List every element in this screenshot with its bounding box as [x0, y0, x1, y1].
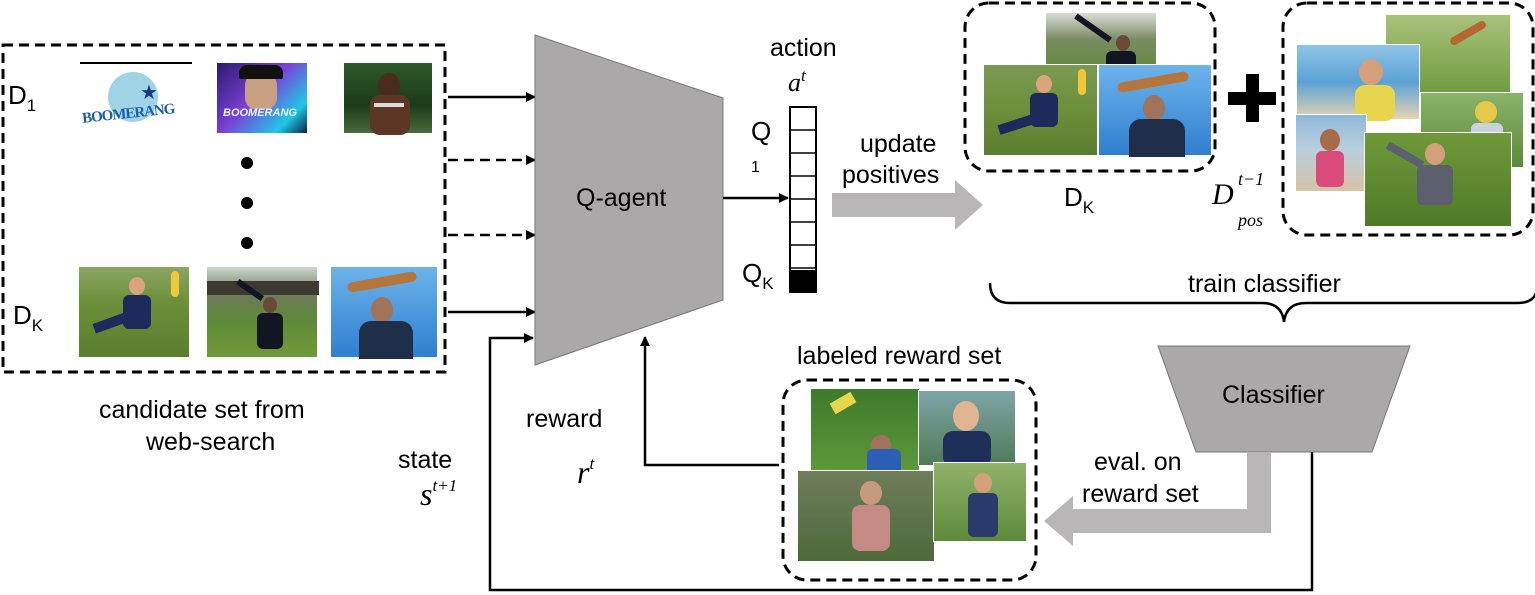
d1-label-main: D [8, 80, 27, 110]
d1-label: D1 [8, 80, 36, 114]
reward-man-shirt-image [933, 462, 1027, 542]
state-label: state [398, 446, 453, 474]
candidate-caption-line2: web-search [146, 428, 276, 456]
dk-row-label-main: D [13, 300, 32, 330]
q-agent-label: Q-agent [576, 184, 667, 212]
dk-positives-label-main: D [1064, 182, 1083, 212]
train-classifier-label: train classifier [1188, 270, 1341, 298]
qk-label-main: Q [742, 258, 763, 288]
boomerang-logo-image: ★ BOOMERANG [80, 62, 192, 134]
classifier-label: Classifier [1222, 381, 1325, 409]
reward-arrow [640, 336, 779, 467]
album-cover-image: BOOMERANG [216, 62, 308, 134]
dk-positives-label-sub: K [1082, 198, 1095, 217]
reward-label: reward [526, 405, 603, 433]
dk-positives-box [963, 1, 1217, 173]
dk-row-label-sub: K [31, 316, 44, 335]
q1-sub-label: 1 [751, 159, 760, 176]
tribal-man-image [343, 62, 433, 135]
dpos-girl-beach-image [1295, 114, 1367, 192]
reward-woman-throwing-image [797, 470, 935, 562]
dpos-label-main: D [1212, 178, 1234, 211]
boy-kicking-image [78, 266, 190, 358]
eval-reward-arrow [1044, 452, 1271, 546]
qk-label: QK [742, 258, 774, 292]
update-label-line1: update [860, 130, 937, 158]
eval-label-line1: eval. on [1094, 448, 1182, 476]
reward-symbol: rt [577, 454, 595, 490]
man-throwing-image [206, 266, 319, 358]
action-symbol-sup: t [801, 66, 806, 85]
action-label: action [770, 34, 837, 62]
dpos-sup-label: t−1 [1238, 169, 1265, 189]
dpos-man-throwing-image [1364, 132, 1512, 227]
ellipsis-dot [241, 157, 253, 169]
reward-set-box [781, 378, 1038, 582]
dk-boy-kicking-image [983, 64, 1098, 156]
action-symbol-main: a [788, 68, 801, 97]
reward-symbol-main: r [577, 454, 590, 490]
state-symbol: st+1 [420, 476, 458, 512]
plus-icon [1228, 74, 1276, 122]
q-agent-shape [534, 34, 724, 366]
candidate-caption-line1: candidate set from [99, 396, 305, 424]
dpos-sub-label: pos [1238, 210, 1264, 230]
state-arrow [488, 333, 1314, 592]
q-value-column [789, 106, 817, 293]
reward-set-title: labeled reward set [797, 342, 1002, 370]
dpos-positives-box [1281, 1, 1535, 237]
classifier-shape [1157, 345, 1411, 453]
dk-positives-label: DK [1064, 182, 1094, 216]
qk-label-sub: K [762, 274, 774, 293]
dpos-label: D [1212, 180, 1234, 210]
update-label-line2: positives [842, 161, 940, 189]
dpos-woman-boomerang-image [1296, 44, 1420, 121]
state-symbol-sup: t+1 [432, 476, 458, 495]
reward-symbol-sup: t [589, 454, 595, 473]
update-positives-arrow [832, 180, 983, 230]
eval-label-line2: reward set [1082, 480, 1199, 508]
d1-label-sub: 1 [26, 96, 37, 115]
ellipsis-dot [241, 237, 253, 249]
action-symbol: at [788, 67, 806, 97]
boomerang-sky-image [330, 266, 438, 359]
dk-boomerang-sky-image [1098, 64, 1212, 157]
q1-label: Q [751, 116, 772, 146]
ellipsis-dot [241, 197, 253, 209]
reward-man-catching-image [810, 388, 920, 475]
state-symbol-main: s [420, 476, 433, 512]
dk-row-label: DK [13, 300, 43, 334]
reward-smiling-man-image [918, 390, 1016, 467]
train-brace [988, 282, 1535, 323]
